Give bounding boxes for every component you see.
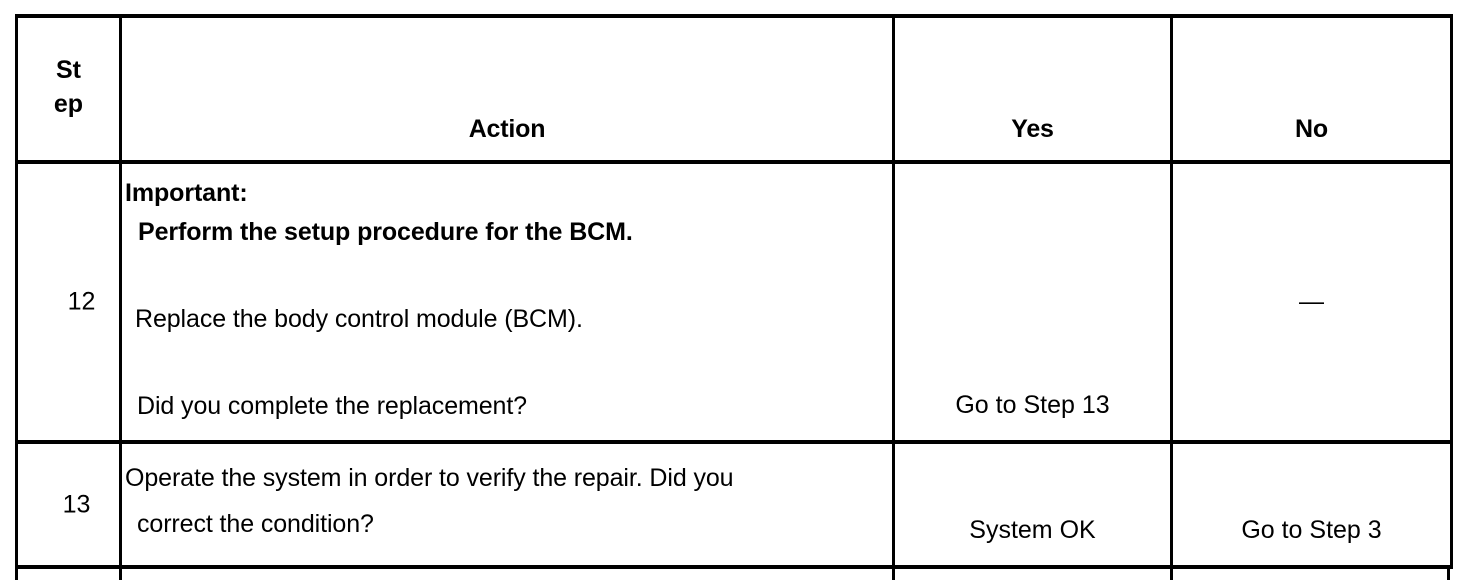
- header-cell-action: Action: [119, 14, 895, 164]
- column-header-step: St ep: [18, 54, 119, 122]
- step-number: 13: [62, 490, 91, 518]
- next-row-partial: [15, 568, 1450, 580]
- action-line-replace-bcm: Replace the body control module (BCM).: [135, 305, 583, 333]
- yes-answer: Go to Step 13: [955, 391, 1110, 419]
- column-header-step-line2: ep: [53, 89, 84, 118]
- next-row-border-step: [119, 568, 122, 580]
- cell-no: —: [1170, 162, 1453, 444]
- cell-yes: System OK: [892, 442, 1173, 569]
- action-line-perform-setup: Perform the setup procedure for the BCM.: [138, 218, 633, 246]
- cell-step-number: 13: [15, 442, 122, 569]
- column-header-step-line1: St: [56, 55, 81, 84]
- table-header-row: St ep Action Yes No: [15, 14, 1453, 164]
- next-row-border-right: [1447, 568, 1450, 580]
- header-cell-step: St ep: [15, 14, 122, 164]
- cell-step-number: 12: [15, 162, 122, 444]
- yes-answer: System OK: [969, 516, 1096, 544]
- em-dash-icon: —: [1299, 287, 1324, 316]
- diagnostic-step-table: St ep Action Yes No 12: [15, 14, 1453, 569]
- no-answer: Go to Step 3: [1241, 516, 1382, 544]
- no-answer: —: [1173, 287, 1450, 316]
- header-cell-no: No: [1170, 14, 1453, 164]
- next-row-border-left: [15, 568, 18, 580]
- action-line-correct-condition: correct the condition?: [137, 510, 374, 538]
- next-row-border-no: [1170, 568, 1173, 580]
- cell-yes: Go to Step 13: [892, 162, 1173, 444]
- table-row: 13 Operate the system in order to verify…: [15, 442, 1453, 569]
- step-number: 12: [67, 287, 96, 316]
- cell-action: Operate the system in order to verify th…: [119, 442, 895, 569]
- next-row-border-yes: [892, 568, 895, 580]
- cell-no: Go to Step 3: [1170, 442, 1453, 569]
- action-line-operate-system: Operate the system in order to verify th…: [125, 464, 734, 492]
- table-row: 12 Important: Perform the setup procedur…: [15, 162, 1453, 444]
- column-header-yes: Yes: [1011, 115, 1054, 143]
- action-line-question: Did you complete the replacement?: [137, 392, 527, 420]
- action-line-important: Important:: [125, 179, 248, 207]
- column-header-no: No: [1295, 115, 1328, 143]
- header-cell-yes: Yes: [892, 14, 1173, 164]
- cell-action: Important: Perform the setup procedure f…: [119, 162, 895, 444]
- column-header-action: Action: [468, 115, 546, 143]
